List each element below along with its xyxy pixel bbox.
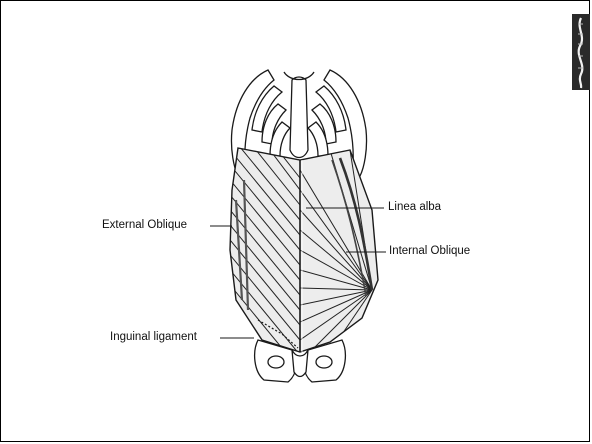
label-inguinal-ligament: Inguinal ligament [110,331,197,343]
label-external-oblique: External Oblique [102,219,187,231]
abdominal-wall [230,148,378,352]
label-linea-alba: Linea alba [388,201,441,213]
label-internal-oblique: Internal Oblique [389,245,470,257]
